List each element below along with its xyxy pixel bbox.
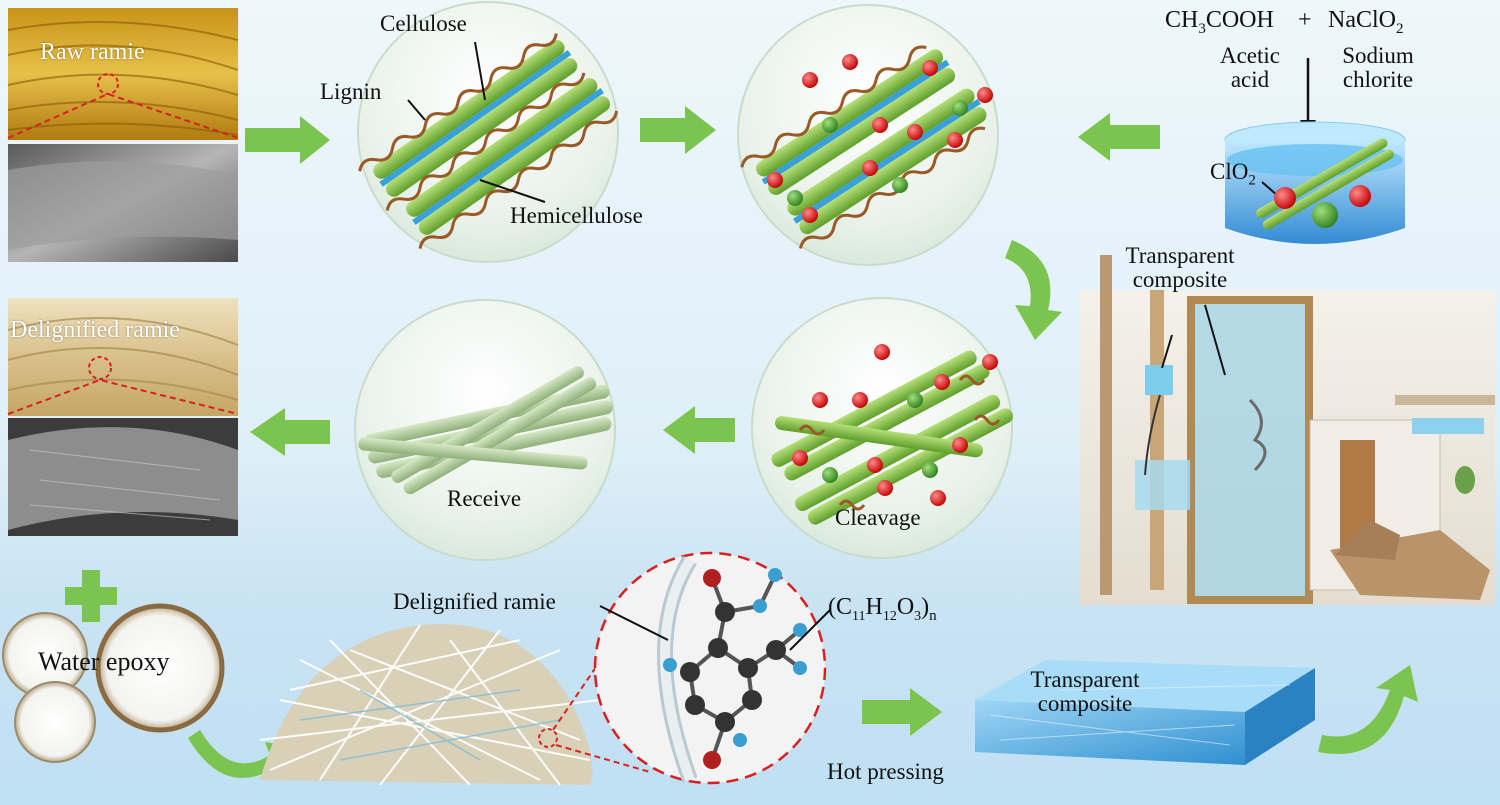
- delignified-ramie-photo: [7, 298, 239, 416]
- water-epoxy-dishes: [2, 603, 225, 763]
- plus-icon: [65, 570, 117, 622]
- arrow-beaker-to-reaction: [1078, 113, 1160, 161]
- arrow-curved-down: [1005, 240, 1062, 340]
- raw-ramie-sem-image: [8, 144, 238, 262]
- arrow-cleavage-to-receive: [663, 406, 735, 454]
- cleavage-label: Cleavage: [835, 505, 921, 530]
- water-epoxy-label: Water epoxy: [38, 647, 170, 676]
- cellulose-label: Cellulose: [380, 11, 467, 36]
- raw-ramie-label: Raw ramie: [40, 39, 145, 65]
- receive-label: Receive: [447, 486, 522, 511]
- arrow-photo-to-fibers: [245, 116, 330, 164]
- plus-sign: +: [1298, 7, 1312, 33]
- fiber-mat: [259, 609, 651, 786]
- delignified-ramie-fiber-label: Delignified ramie: [393, 589, 556, 614]
- clo2-label: ClO2: [1210, 159, 1256, 189]
- acetic-acid-formula: CH3COOH: [1165, 7, 1274, 37]
- molecule-zoom-circle: [593, 551, 831, 785]
- delignified-ramie-photo-label: Delignified ramie: [10, 317, 180, 343]
- transparent-composite-slab: [975, 660, 1315, 765]
- reagent-beaker: [1224, 58, 1406, 244]
- reaction-circle: [737, 4, 999, 266]
- cleavage-circle: [751, 297, 1014, 559]
- arrow-fibers-to-reaction: [640, 106, 716, 154]
- arrow-composite-up: [1318, 665, 1418, 755]
- interior-scene: [1080, 255, 1495, 605]
- delignified-ramie-sem-image: [8, 418, 238, 536]
- arrow-mat-to-composite: [862, 688, 942, 736]
- receive-circle: [354, 299, 616, 561]
- raw-fiber-structure-circle: [357, 1, 619, 263]
- raw-ramie-photo: [7, 8, 239, 140]
- arrow-receive-to-photo: [250, 408, 330, 456]
- hot-pressing-label: Hot pressing: [827, 759, 944, 784]
- sodium-chlorite-formula: NaClO2: [1328, 7, 1404, 37]
- hemicellulose-label: Hemicellulose: [510, 203, 643, 228]
- lignin-label: Lignin: [320, 79, 382, 104]
- polymer-formula-label: (C11H12O3)n: [828, 594, 937, 624]
